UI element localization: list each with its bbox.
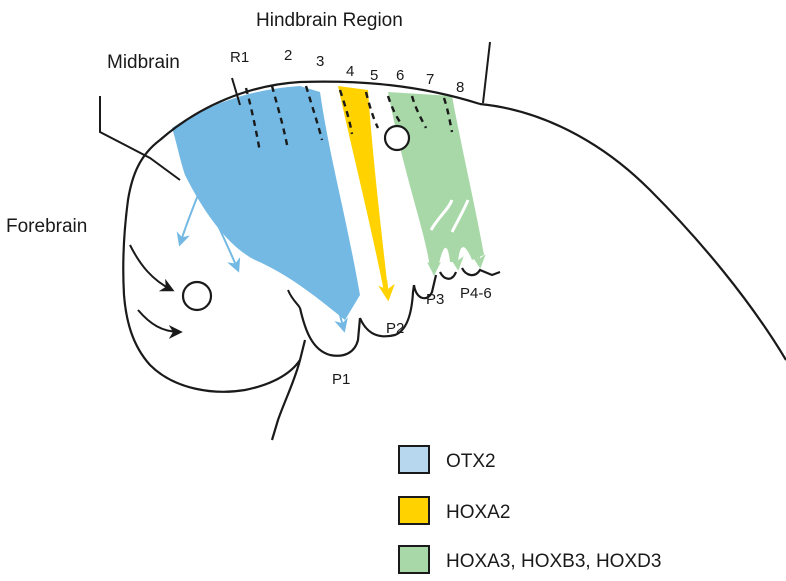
arch-label-p2: P2 [386, 320, 404, 337]
hox3-stream [388, 92, 484, 268]
legend-label-hoxa2: HOXA2 [446, 502, 510, 523]
otx2-arrow-3 [334, 299, 348, 333]
rhombomere-label: 2 [284, 47, 292, 64]
rhombomere-label: 4 [346, 63, 354, 80]
arch-label-p1: P1 [332, 371, 350, 388]
legend-swatch-hoxa2 [398, 496, 430, 525]
hindbrain-label: Hindbrain Region [256, 10, 403, 31]
rhombomere-label: 6 [396, 67, 404, 84]
rhombomere-boundaries [244, 85, 454, 153]
arch-label-p4-6: P4-6 [460, 285, 492, 302]
embryo-outline [122, 80, 786, 393]
legend-swatch-hox3 [398, 545, 430, 574]
legend-label-otx2: OTX2 [446, 451, 496, 472]
otic-vesicle [383, 124, 411, 152]
otx2-arrow-2 [204, 195, 241, 273]
arch-label-p3: P3 [426, 291, 444, 308]
rhombomere-labels: R1 2 3 4 5 6 7 8 [230, 47, 464, 96]
forebrain-label: Forebrain [6, 216, 87, 237]
legend-label-hox3: HOXA3, HOXB3, HOXD3 [446, 551, 661, 572]
hoxa2-arrow [378, 279, 395, 302]
rhombomere-label: 7 [426, 71, 434, 88]
rhombomere-label: 8 [456, 79, 464, 96]
rhombomere-label: 5 [370, 67, 378, 84]
forebrain-arrow-upper [129, 244, 175, 292]
rhombomere-label: 3 [316, 53, 324, 70]
otx2-arrow-1 [176, 189, 201, 247]
forebrain-arrow-lower [137, 309, 183, 339]
rhombomere-label: R1 [230, 49, 249, 66]
eye-circle [181, 280, 213, 312]
otx2-stream [172, 86, 360, 320]
legend-swatch-otx2 [398, 445, 430, 474]
legend: OTX2 HOXA2 HOXA3, HOXB3, HOXD3 [398, 445, 661, 574]
hox3-arrow-3 [471, 247, 486, 269]
midbrain-label: Midbrain [107, 52, 180, 73]
hox3-arrow-2 [449, 249, 464, 271]
hoxa2-stream [338, 86, 388, 292]
